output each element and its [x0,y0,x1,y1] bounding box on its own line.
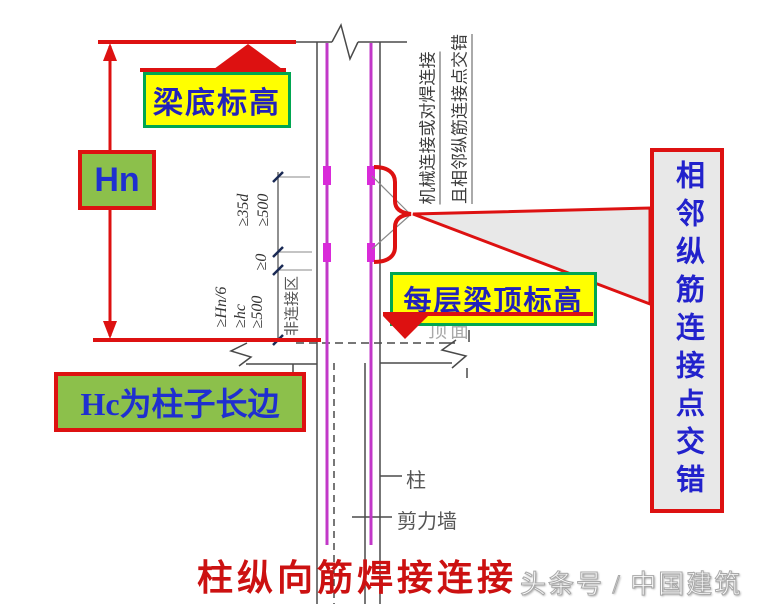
break-symbol-top [331,22,359,62]
rebars [323,43,375,545]
dimension-lines [272,171,312,346]
beam-and-column-lines [228,22,470,604]
watermark: 头条号 / 中国建筑设计 [520,570,743,600]
splice-point [323,166,331,185]
hc-note-box: Hc为柱子长边 [54,372,306,432]
shear-wall-label: 剪力墙 [397,511,457,533]
splice-point [367,166,375,185]
dim-35d: ≥35d [235,193,252,227]
floor-beam-top-elevation-box: 每层梁顶标高 [390,272,597,326]
stagger-bracket [373,165,412,264]
break-symbol-left [228,342,253,367]
stagger-callout-panel: 相邻纵筋连接点交错 [650,148,724,513]
arrow-down [103,321,117,339]
hn-box: Hn [78,150,156,210]
beam-bottom-elevation-box: 梁底标高 [143,72,291,128]
dim-500-lower: ≥500 [249,295,266,329]
dim-hn6: ≥Hn/6 [213,286,230,328]
red-annotations [93,40,412,342]
stagger-callout-text: 相邻纵筋连接点交错 [671,159,704,502]
splice-point [323,243,331,262]
bracket-leader-lines [371,175,410,250]
arrow-up [103,43,117,61]
non-splice-zone-label: 非连接区 [284,275,301,337]
dim-500-upper: ≥500 [255,193,272,227]
diagram-title: 柱纵向筋焊接连接 [197,558,518,598]
elevation-marker-top [214,44,282,69]
dim-0: ≥0 [253,253,270,271]
splice-point [367,243,375,262]
column-label: 柱 [406,470,426,492]
break-symbol-right [440,339,468,369]
dim-hc: ≥hc [232,304,249,328]
weld-note-line1: 机械连接或对焊连接 [413,51,441,205]
beam-top-surface-label: 顶面 [428,321,473,342]
weld-note-line2: 且相邻纵筋连接点交错 [445,34,473,204]
